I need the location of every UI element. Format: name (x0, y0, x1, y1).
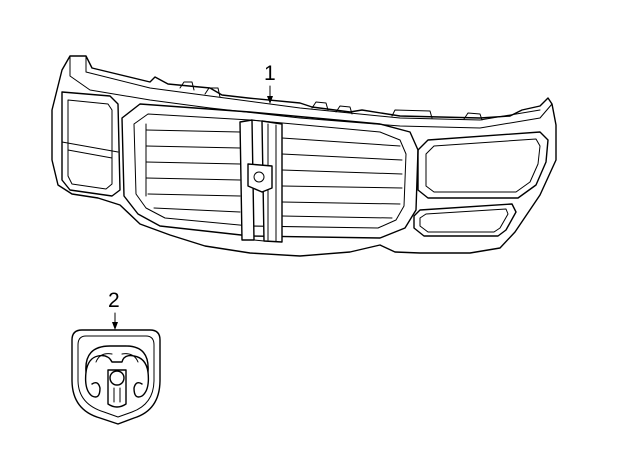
callout-1-label: 1 (264, 62, 276, 85)
callout-2-arrowhead (112, 322, 118, 330)
callout-2-label: 2 (108, 289, 120, 312)
grille-assembly: 1 (51, 55, 557, 257)
callout-1-arrowhead (267, 96, 273, 104)
ram-head-emblem: 2 (71, 289, 161, 425)
